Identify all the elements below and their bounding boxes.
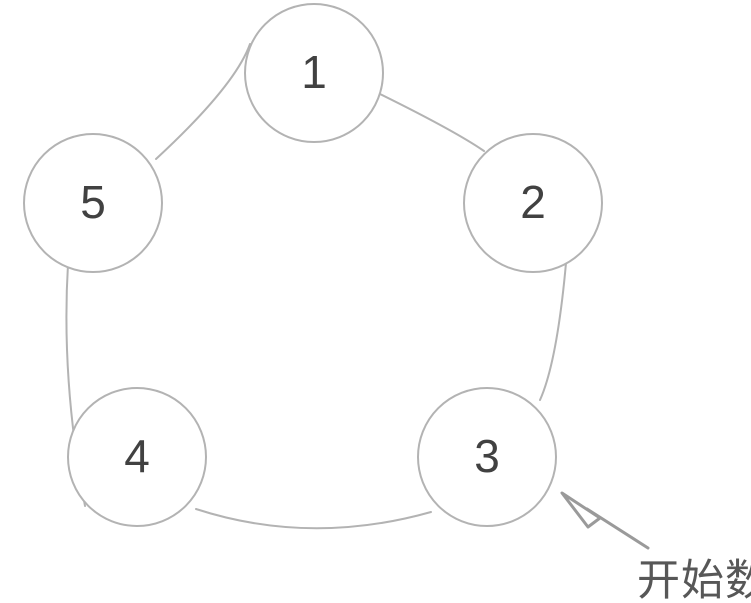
start-pointer-arrow-icon	[560, 491, 650, 550]
node-2-circle[interactable]	[463, 133, 603, 273]
edge-node1-node2	[379, 93, 485, 152]
edge-node3-node4	[195, 508, 432, 530]
node-1[interactable]: 1	[244, 3, 384, 143]
node-2-label: 2	[520, 176, 546, 228]
pointer-arrowhead	[560, 491, 602, 529]
node-3[interactable]: 3	[417, 387, 557, 527]
node-5-label: 5	[80, 176, 106, 228]
node-3-label: 3	[474, 430, 500, 482]
node-1-circle[interactable]	[244, 3, 384, 143]
node-group: 1 2 3 4 5	[23, 3, 603, 527]
node-5[interactable]: 5	[23, 133, 163, 273]
node-4[interactable]: 4	[67, 387, 207, 527]
start-annotation-label: 开始数	[637, 557, 751, 603]
edge-node2-node3	[539, 262, 567, 401]
node-2[interactable]: 2	[463, 133, 603, 273]
node-3-circle[interactable]	[417, 387, 557, 527]
edge-node5-node1	[155, 43, 251, 160]
node-4-label: 4	[124, 430, 150, 482]
node-4-circle[interactable]	[67, 387, 207, 527]
node-5-circle[interactable]	[23, 133, 163, 273]
node-1-label: 1	[301, 46, 327, 98]
